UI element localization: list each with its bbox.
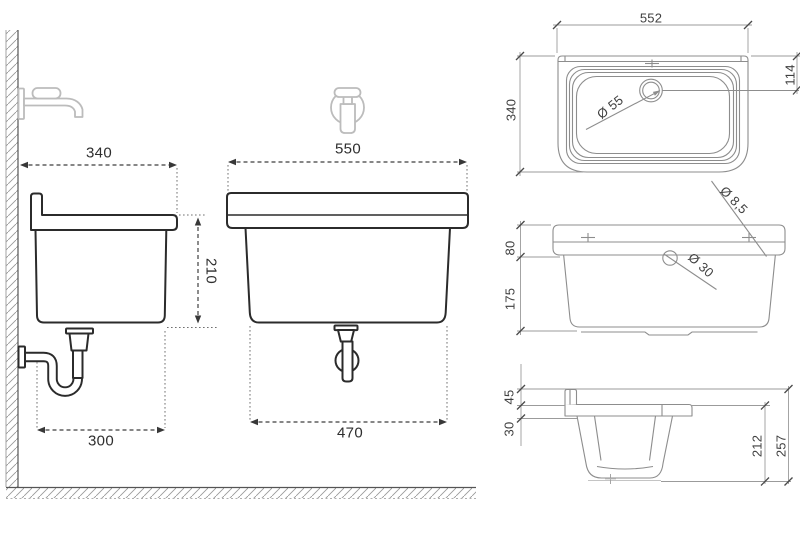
dim-lines-section bbox=[516, 364, 793, 486]
floor-hatch bbox=[6, 486, 476, 499]
sink-side-body bbox=[30, 192, 178, 379]
dim-plan-drain-offset: 114 bbox=[782, 64, 798, 86]
drain-tailpipe-side bbox=[72, 349, 84, 379]
dim-plan-outer-width: 552 bbox=[639, 10, 663, 26]
sink-section-view bbox=[516, 364, 793, 486]
dim-side-height: 210 bbox=[202, 258, 220, 284]
mount-hole-cross-left bbox=[581, 233, 595, 243]
dim-section-rim-upper: 45 bbox=[501, 389, 517, 405]
dim-lines-plan bbox=[515, 20, 800, 177]
dim-front-top-width: 550 bbox=[335, 140, 361, 158]
drain-trap-side bbox=[17, 345, 83, 397]
dim-section-rim-lower: 30 bbox=[501, 421, 517, 437]
dim-section-overall-height: 257 bbox=[773, 434, 789, 458]
tap-hole-cross bbox=[645, 59, 659, 68]
sink-side-view bbox=[5, 30, 476, 499]
sink-elevation-view bbox=[516, 180, 786, 336]
dim-section-inner-height: 212 bbox=[749, 434, 765, 458]
dim-plan-outer-depth: 340 bbox=[503, 98, 519, 122]
dim-lines-front bbox=[227, 158, 468, 426]
bottom-center-mark bbox=[605, 474, 616, 484]
faucet-front-icon bbox=[330, 87, 365, 134]
sink-plan-view bbox=[515, 20, 800, 177]
dim-side-bottom-width: 300 bbox=[88, 432, 114, 450]
dim-rim-height: 80 bbox=[502, 240, 518, 256]
sink-front-view bbox=[226, 87, 469, 426]
dim-lines-side bbox=[20, 161, 218, 434]
dim-side-top-width: 340 bbox=[86, 144, 112, 162]
sink-front-body bbox=[226, 192, 469, 383]
overflow-hole bbox=[662, 250, 678, 266]
wall-hatch bbox=[5, 30, 19, 487]
faucet-side-icon bbox=[17, 87, 84, 120]
dim-body-height: 175 bbox=[502, 287, 518, 311]
dim-front-bottom-width: 470 bbox=[337, 424, 363, 442]
mount-hole-cross-right bbox=[742, 233, 756, 243]
dim-lines-elevation bbox=[516, 220, 577, 336]
